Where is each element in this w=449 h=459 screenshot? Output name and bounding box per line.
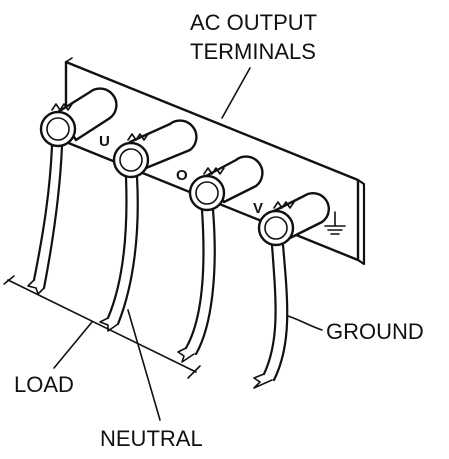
ground-label: GROUND	[326, 319, 424, 344]
wire-3	[177, 208, 216, 363]
terminal-2	[112, 119, 198, 179]
terminal-mark-v: V	[253, 200, 263, 217]
load-label: LOAD	[14, 372, 74, 397]
title-leader-line	[221, 67, 251, 119]
terminal-1	[39, 87, 118, 148]
terminal-4	[257, 191, 330, 247]
wire-1	[27, 144, 64, 295]
ground-symbol-icon	[324, 211, 346, 235]
wire-2	[99, 175, 139, 332]
load-leader-line	[53, 321, 93, 369]
ground-leader-line	[287, 315, 323, 331]
load-bracket	[3, 275, 201, 379]
neutral-leader-line	[127, 309, 161, 421]
terminal-mark-u: U	[99, 133, 110, 150]
neutral-label: NEUTRAL	[100, 426, 203, 451]
terminal-mark-o: O	[176, 167, 188, 184]
title-line-1: AC OUTPUT	[190, 10, 317, 35]
title-line-2: TERMINALS	[190, 39, 316, 64]
terminal-3	[188, 155, 264, 212]
wire-4	[253, 243, 289, 389]
